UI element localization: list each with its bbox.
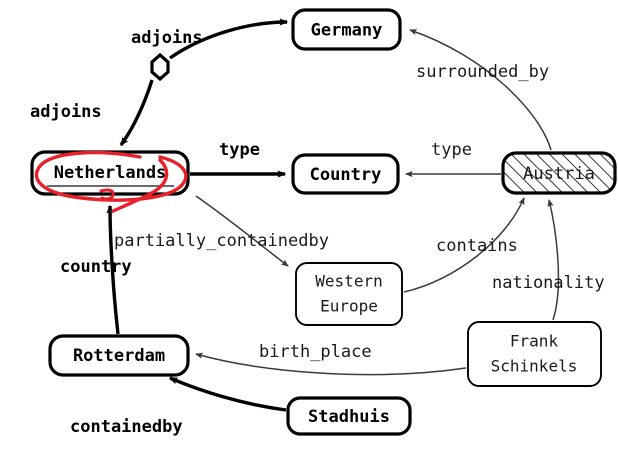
node-label-stadhuis: Stadhuis [308, 407, 390, 427]
edge-rotterdam-country-netherlands[interactable]: country [60, 204, 132, 335]
red-circle-highlight-icon [34, 150, 188, 202]
annotation-layer [34, 150, 188, 213]
edge-netherlands-type-country[interactable]: type [190, 140, 287, 178]
edge-label-country: country [60, 257, 132, 277]
node-shape [291, 8, 402, 51]
node-shape [286, 396, 412, 436]
edge-frank-birth-place-rotterdam[interactable]: birth_place [195, 342, 467, 376]
edge-path [195, 352, 467, 376]
edge-label-surrounded-by: surrounded_by [416, 62, 549, 82]
edge-label-containedby: containedby [70, 417, 183, 437]
edge-label-contains: contains [436, 236, 518, 256]
edge-path [119, 79, 154, 147]
edge-label-partially-containedby: partially_containedby [114, 231, 329, 251]
node-western-europe[interactable]: Western Europe [295, 262, 403, 326]
red-highlight-hook-icon [99, 188, 115, 201]
edge-austria-surrounded-by-germany[interactable]: surrounded_by [409, 29, 552, 151]
node-shape [467, 321, 602, 387]
edge-austria-type-country[interactable]: type [404, 140, 501, 178]
node-label-western-europe-line1: Western [315, 272, 382, 291]
edge-label-adjoins-germany: adjoins [131, 28, 203, 48]
node-layer: Germany Country Austria Netherlands [30, 8, 617, 436]
edge-path [168, 376, 287, 412]
node-adjoins-junction[interactable] [150, 52, 170, 82]
node-shape [291, 153, 400, 195]
node-shape [501, 151, 617, 195]
edge-path [409, 29, 552, 151]
node-shape [48, 334, 190, 377]
edge-label-adjoins-netherlands: adjoins [30, 102, 102, 122]
node-label-frank-schinkels-line2: Schinkels [491, 357, 578, 376]
edge-path [195, 195, 289, 267]
edge-label-nationality: nationality [492, 273, 605, 293]
node-germany[interactable]: Germany [291, 8, 402, 51]
node-label-country: Country [310, 165, 382, 185]
node-shape [295, 262, 403, 326]
node-rotterdam[interactable]: Rotterdam [48, 334, 190, 377]
node-austria[interactable]: Austria [501, 151, 617, 195]
node-country[interactable]: Country [291, 153, 400, 195]
edge-layer: adjoins adjoins type type surrounded_by [30, 18, 605, 437]
node-label-germany: Germany [311, 21, 383, 41]
edge-adjoins-germany[interactable]: adjoins [131, 18, 289, 60]
red-highlight-tail-icon [111, 158, 169, 213]
edge-frank-nationality-austria[interactable]: nationality [492, 199, 605, 321]
edge-label-netherlands-type: type [219, 140, 260, 160]
node-label-austria: Austria [523, 164, 595, 184]
edge-path [403, 197, 525, 293]
edge-label-birth-place: birth_place [259, 342, 372, 362]
hexagon-junction-icon [150, 52, 170, 82]
node-label-western-europe-line2: Europe [320, 297, 378, 316]
node-label-netherlands: Netherlands [54, 163, 167, 183]
edge-path [547, 199, 560, 321]
edge-label-austria-type: type [431, 140, 472, 160]
node-label-rotterdam: Rotterdam [73, 346, 165, 366]
node-stadhuis[interactable]: Stadhuis [286, 396, 412, 436]
node-frank-schinkels[interactable]: Frank Schinkels [467, 321, 602, 387]
edge-path [169, 18, 289, 60]
node-label-frank-schinkels-line1: Frank [510, 332, 559, 351]
edge-adjoins-netherlands[interactable]: adjoins [30, 79, 154, 147]
edge-path [106, 204, 120, 335]
edge-stadhuis-containedby-rotterdam[interactable]: containedby [70, 376, 287, 437]
edge-western-europe-contains-austria[interactable]: contains [403, 197, 525, 293]
edge-netherlands-partially-containedby[interactable]: partially_containedby [114, 195, 329, 267]
